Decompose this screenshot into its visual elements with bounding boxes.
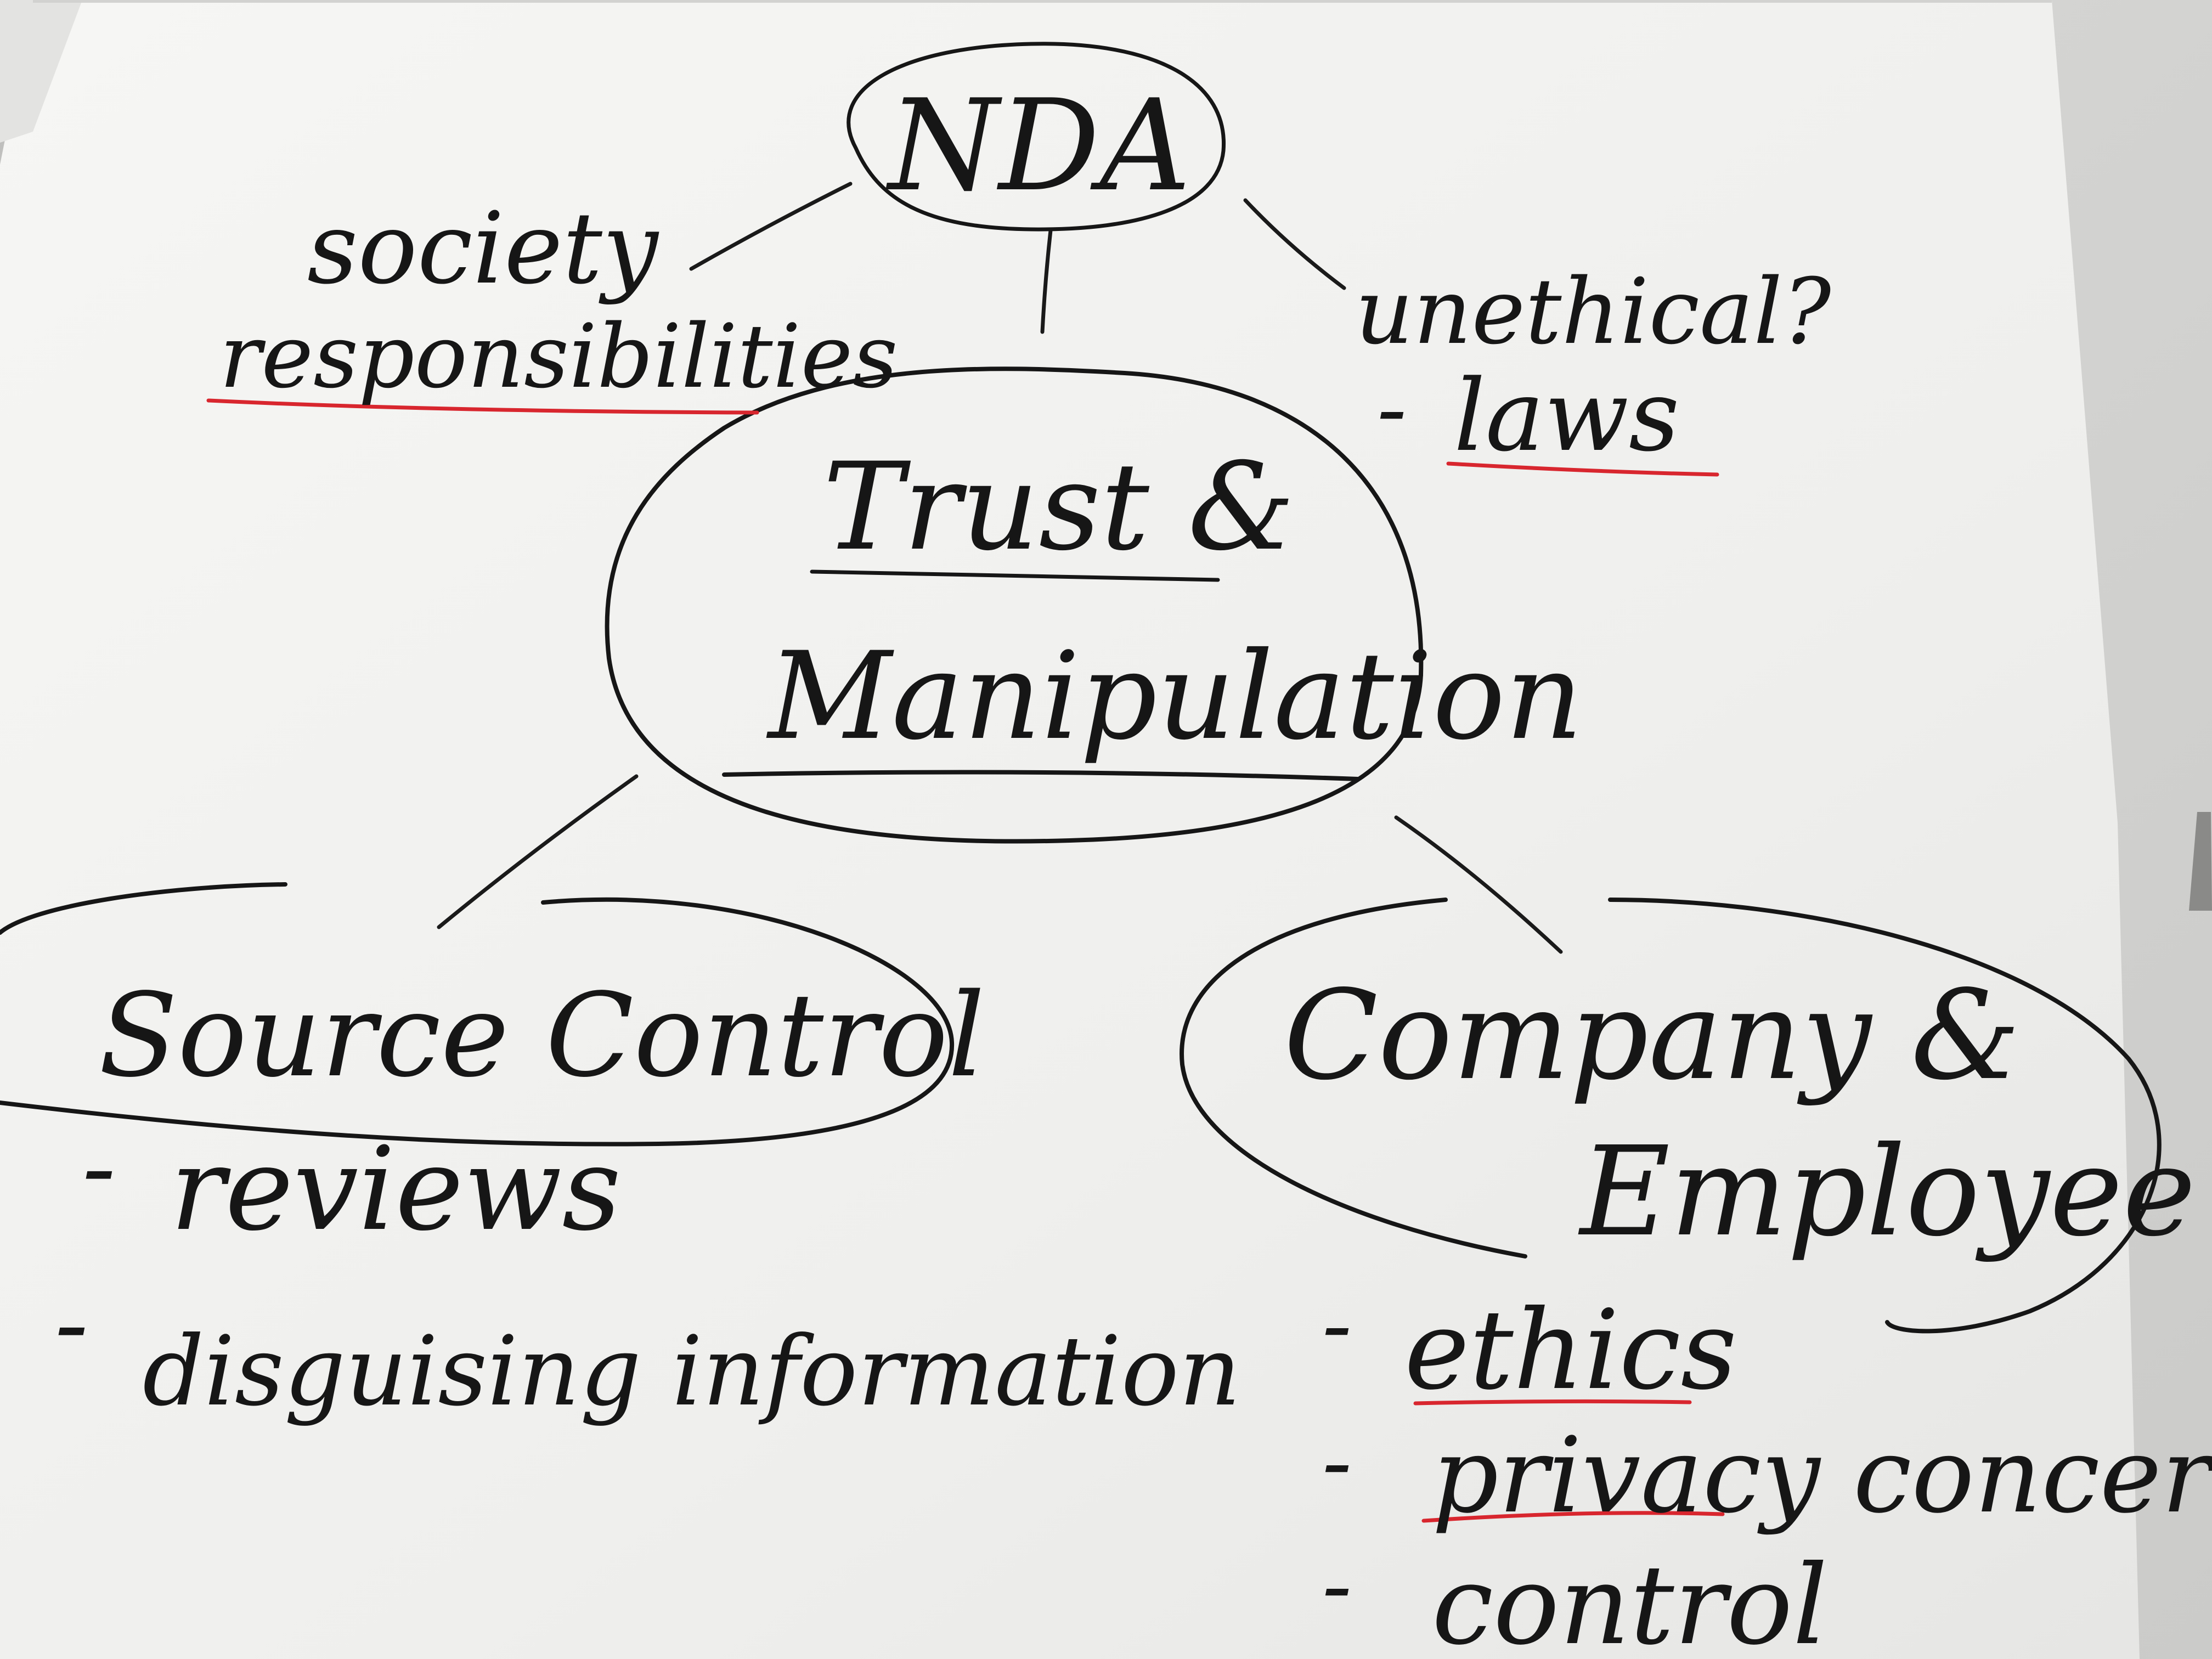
connector-nda-to-society (689, 182, 853, 271)
connector-lines (437, 182, 1563, 954)
laws-label: laws (1454, 359, 1679, 473)
laws-dash: - (1377, 357, 1407, 460)
privacy-word: privacy (1432, 1415, 1821, 1536)
connector-center-to-source-control (437, 774, 639, 929)
concern-word: concern (1820, 1415, 2212, 1536)
control-item: control (1432, 1542, 1828, 1659)
company-ellipse (1180, 898, 2162, 1334)
marker-clip (2189, 812, 2212, 911)
connector-nda-to-center (1040, 228, 1053, 334)
privacy-item: privacy concern (1432, 1415, 2212, 1536)
source-control-label: Source Control (99, 968, 985, 1103)
laws-red-underline (1446, 461, 1719, 477)
disguising-information-item: disguising information (143, 1316, 1241, 1427)
disguising-dash: - (55, 1267, 88, 1381)
responsibilities-label: responsibilities (219, 305, 898, 408)
control-dash: - (1322, 1534, 1352, 1637)
center-ellipse (605, 366, 1424, 844)
nda-label: NDA (885, 73, 1191, 219)
ethics-red-underline (1413, 1399, 1692, 1406)
unethical-label: unethical? (1355, 259, 1832, 364)
paper-surface (0, 0, 2140, 1659)
nda-ellipse (847, 42, 1226, 232)
reviews-item: reviews (170, 1122, 621, 1256)
ethics-dash: - (1322, 1273, 1352, 1376)
center-title-line1: Trust & (823, 437, 1295, 577)
trust-underline (810, 569, 1220, 582)
manipulation-underline (722, 770, 1360, 781)
paper-left-fold (0, 0, 82, 143)
center-title-line2: Manipulation (766, 626, 1583, 766)
reviews-dash: - (82, 1110, 116, 1225)
connector-nda-to-unethical (1243, 198, 1346, 290)
ethics-item: ethics (1404, 1286, 1737, 1414)
responsibilities-red-underline (206, 398, 759, 415)
source-control-ellipse (0, 882, 955, 1147)
society-label: society (307, 191, 659, 306)
company-label: Company & (1284, 964, 2021, 1108)
employee-label: Employee (1578, 1120, 2196, 1264)
privacy-dash: - (1322, 1410, 1352, 1513)
connector-center-to-company (1394, 815, 1563, 954)
privacy-red-underline (1421, 1511, 1725, 1523)
